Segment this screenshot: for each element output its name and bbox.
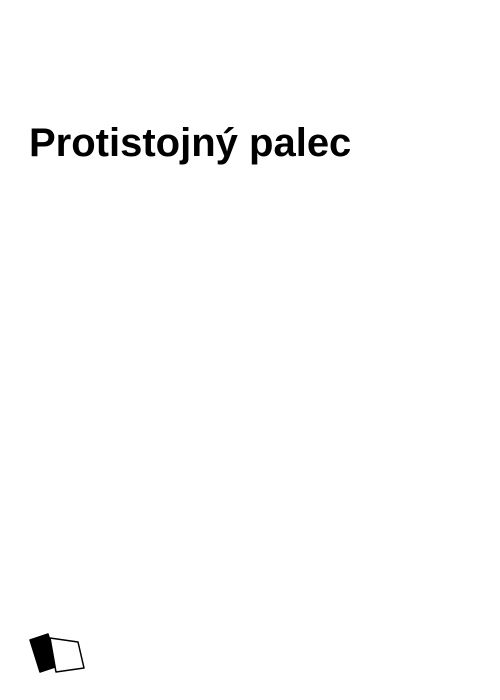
document-title: Protistojný palec	[29, 121, 352, 165]
overlapping-cards-icon	[29, 633, 85, 673]
